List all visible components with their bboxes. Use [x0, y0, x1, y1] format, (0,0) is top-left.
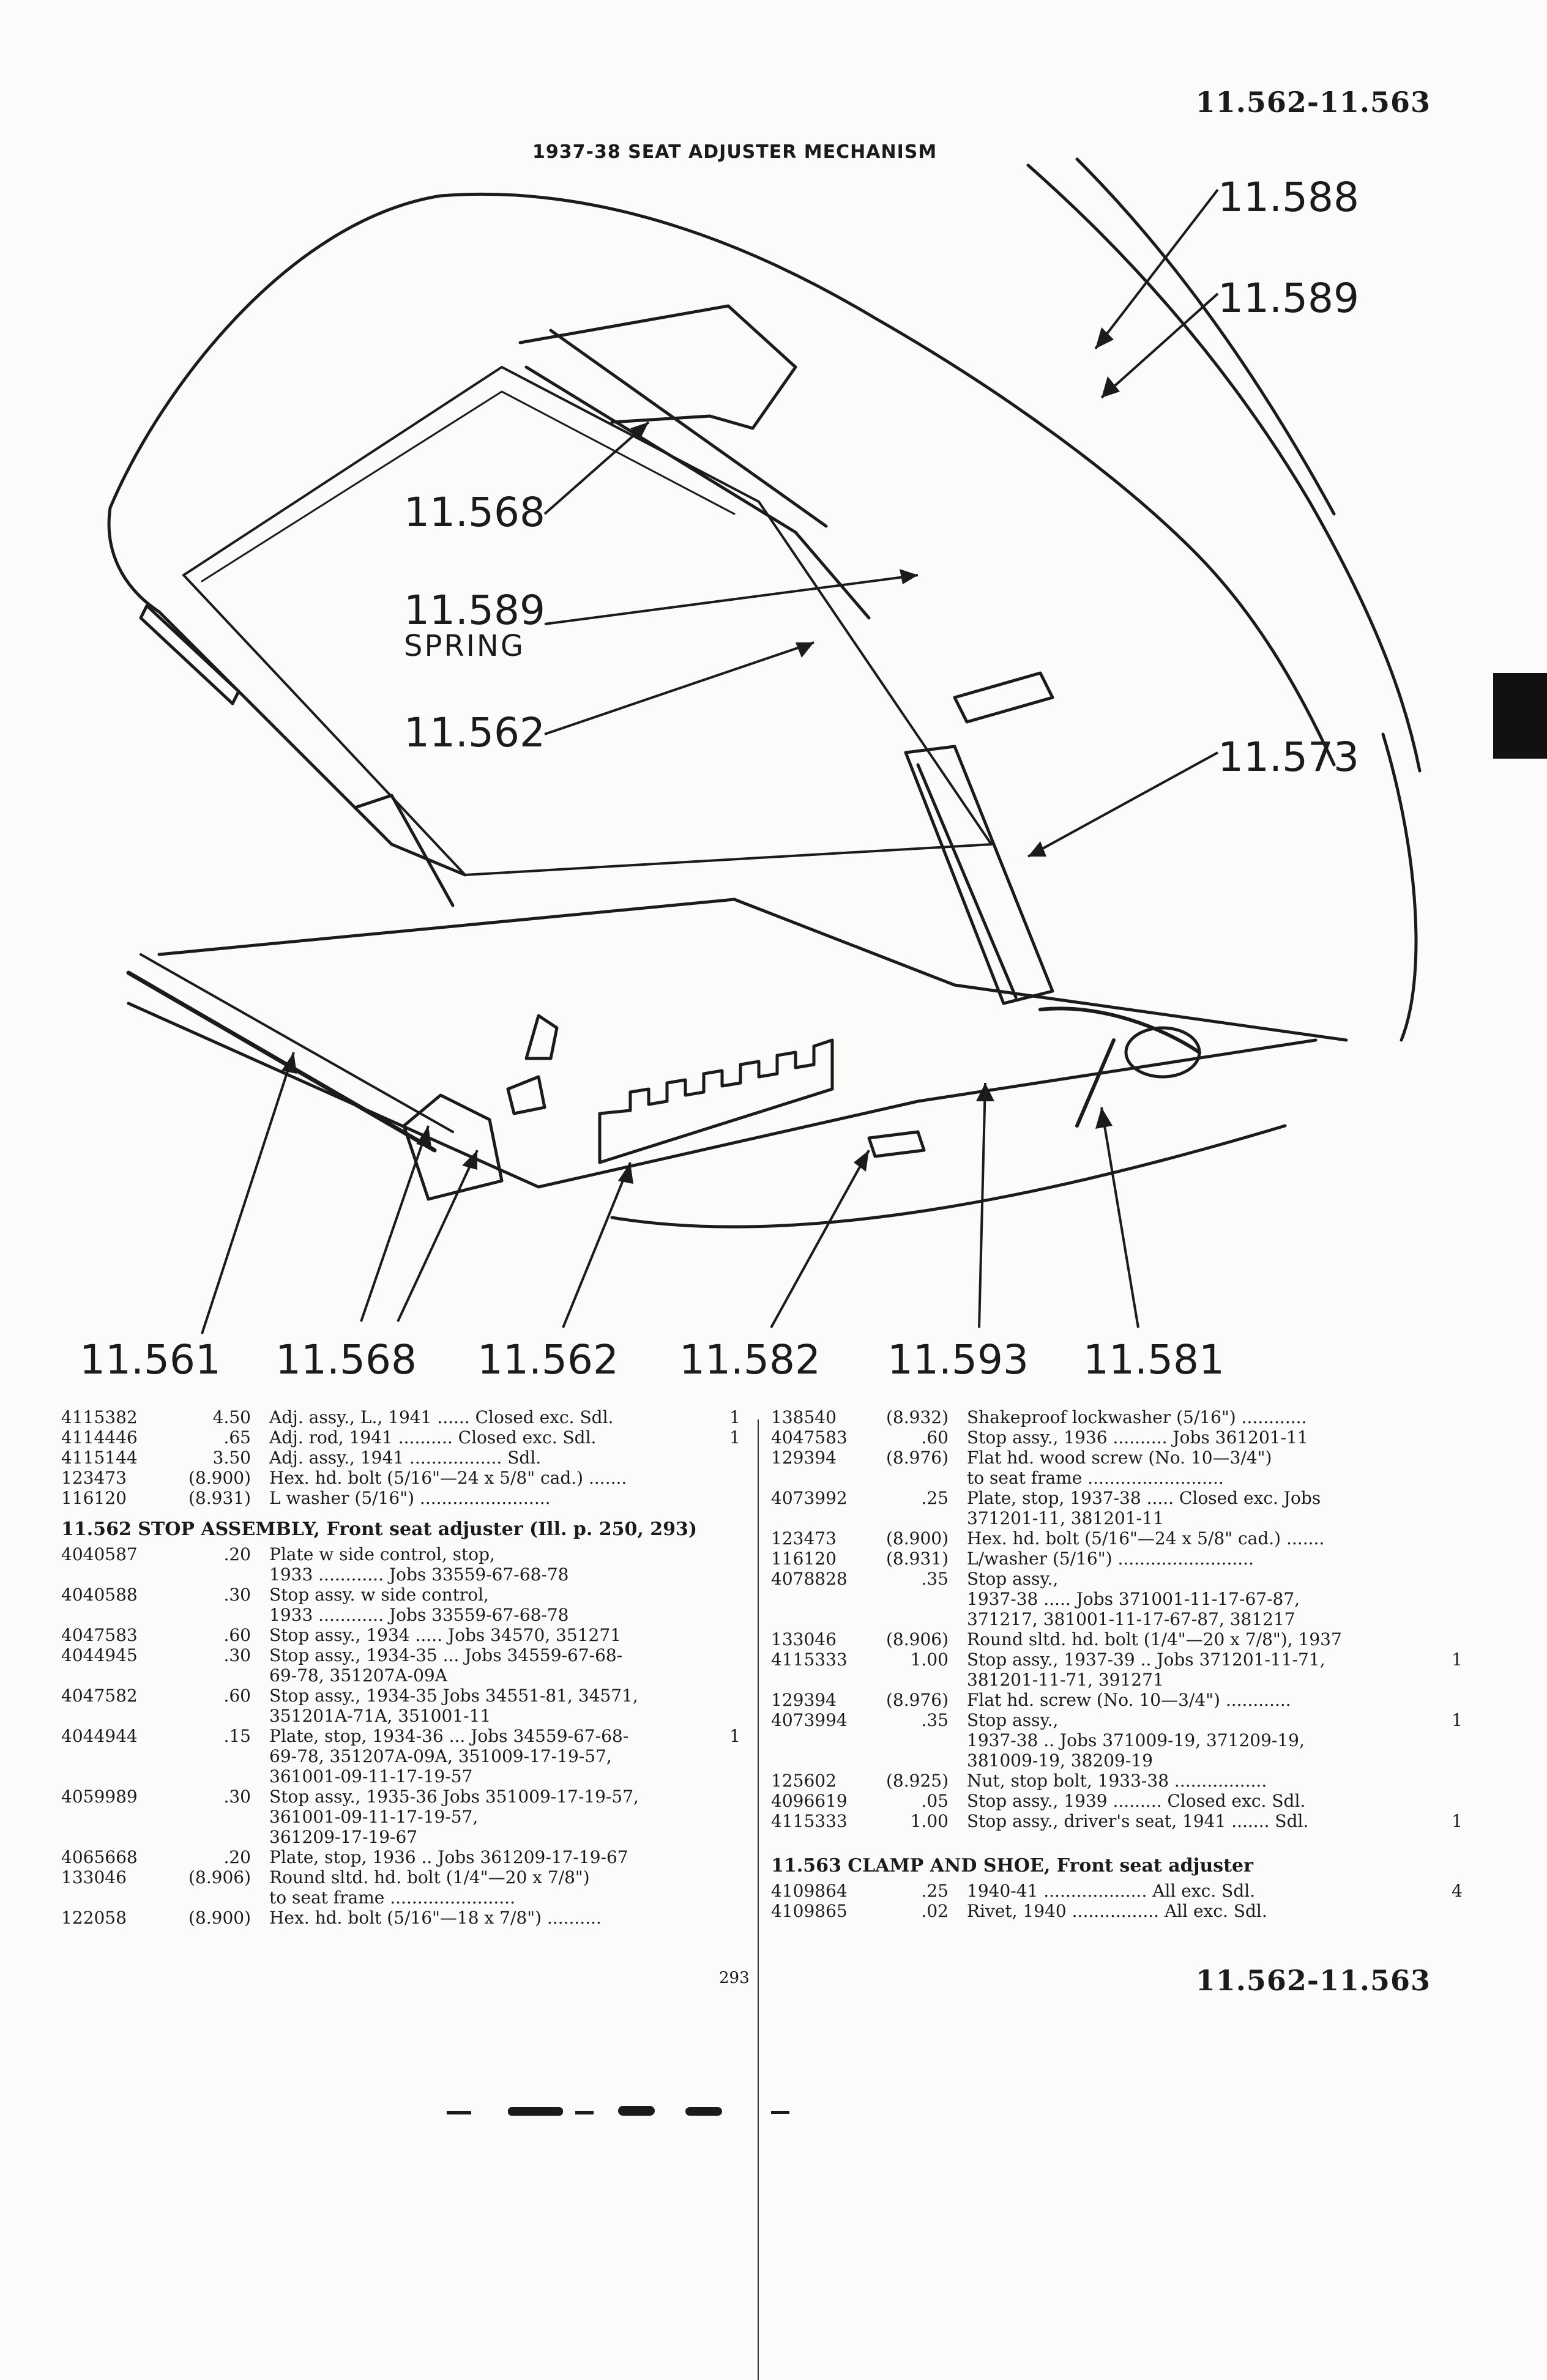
smudge-marks [447, 2106, 789, 2116]
column-divider [758, 1419, 759, 2380]
callout-11-589-top: 11.589 [1218, 275, 1359, 322]
section-header-11-563: 11.563 CLAMP AND SHOE, Front seat adjust… [771, 1855, 1253, 1876]
callout-11-589-spring: 11.589 [404, 587, 545, 634]
scan-smudges [447, 2106, 789, 2116]
page-number: 293 [719, 1969, 750, 1987]
right-rows: 138540(8.932)Shakeproof lockwasher (5/16… [771, 1407, 1463, 1831]
diagram-leader-lines [201, 188, 1219, 1334]
table-row: 129394(8.976)Flat hd. screw (No. 10—3/4"… [771, 1690, 1291, 1710]
callout-11-582: 11.582 [679, 1336, 821, 1383]
section-header-11-562: 11.562 STOP ASSEMBLY, Front seat adjuste… [61, 1519, 698, 1540]
callout-11-581: 11.581 [1083, 1336, 1225, 1383]
callout-11-573: 11.573 [1218, 734, 1359, 781]
table-row: 123473(8.900)Hex. hd. bolt (5/16"—24 x 5… [771, 1528, 1325, 1549]
callout-spring-label: SPRING [404, 629, 525, 663]
table-row: 133046(8.906)Round sltd. hd. bolt (1/4"—… [61, 1867, 590, 1908]
callout-11-562-bottom: 11.562 [477, 1336, 619, 1383]
callout-11-568-bottom: 11.568 [275, 1336, 417, 1383]
table-row: 116120(8.931)L washer (5/16") ..........… [61, 1488, 551, 1508]
parts-column-right: 138540(8.932)Shakeproof lockwasher (5/16… [771, 1407, 1463, 1921]
table-row: 138540(8.932)Shakeproof lockwasher (5/16… [771, 1407, 1307, 1427]
table-row: 129394(8.976)Flat hd. wood screw (No. 10… [771, 1448, 1272, 1488]
table-row: 133046(8.906)Round sltd. hd. bolt (1/4"—… [771, 1629, 1342, 1649]
table-row: 122058(8.900)Hex. hd. bolt (5/16"—18 x 7… [61, 1908, 602, 1928]
table-row: 123473(8.900)Hex. hd. bolt (5/16"—24 x 5… [61, 1468, 627, 1488]
diagram-title: 1937-38 SEAT ADJUSTER MECHANISM [532, 141, 937, 163]
callout-11-561: 11.561 [80, 1336, 221, 1383]
diagram-arrowheads [281, 327, 1120, 1184]
diagram-linework [107, 157, 1422, 1229]
callout-11-562-mid: 11.562 [404, 709, 545, 756]
page-code-bottom: 11.562-11.563 [1195, 1964, 1431, 1997]
table-row: 116120(8.931)L/washer (5/16") ..........… [771, 1549, 1254, 1569]
callout-11-588: 11.588 [1218, 174, 1359, 221]
callout-11-593: 11.593 [887, 1336, 1029, 1383]
callout-11-568-mid: 11.568 [404, 489, 545, 536]
seat-adjuster-diagram: 1937-38 SEAT ADJUSTER MECHANISM 11.588 1… [80, 141, 1422, 1383]
page-code-top: 11.562-11.563 [1195, 86, 1431, 119]
table-row: 125602(8.925)Nut, stop bolt, 1933-38 ...… [771, 1771, 1267, 1791]
spacer [771, 1831, 1463, 1845]
section-thumb-tab [1493, 673, 1547, 759]
